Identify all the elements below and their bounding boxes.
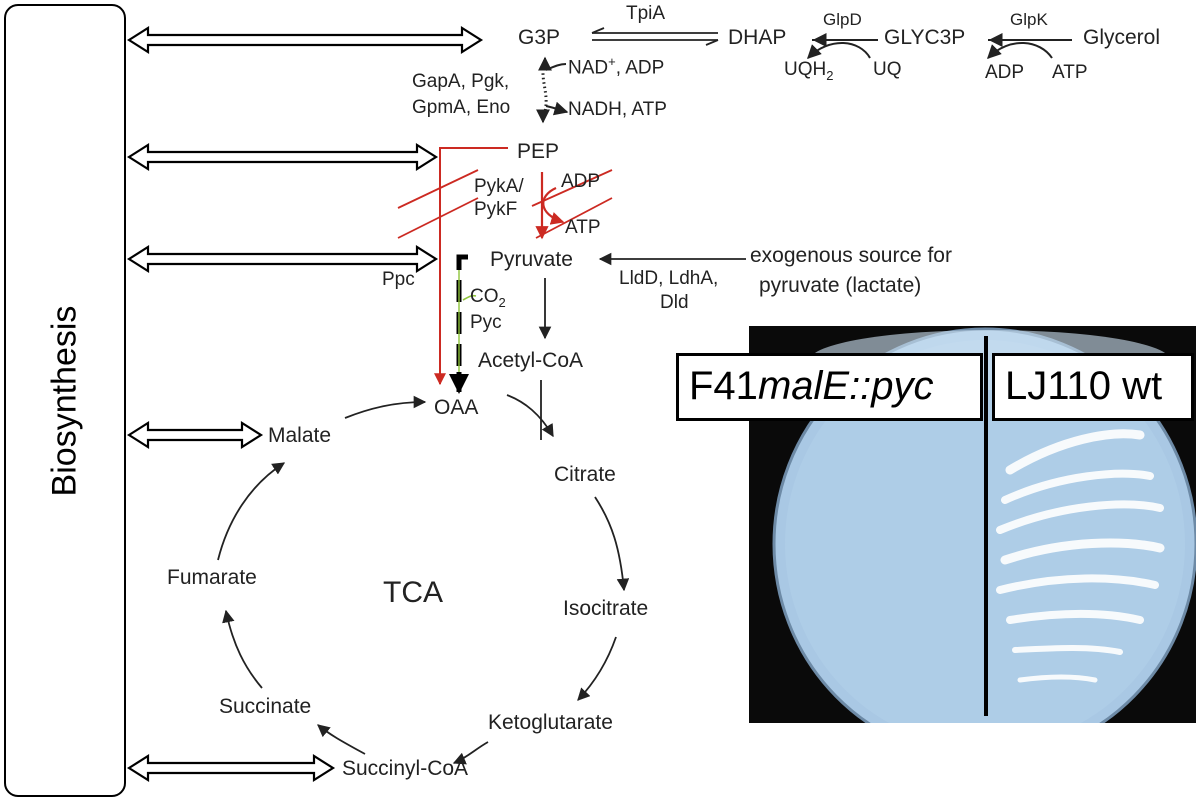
label-co2: CO2 — [470, 287, 506, 309]
biosynthesis-exchange-arrows — [126, 26, 484, 782]
uqh2-sub: 2 — [826, 67, 834, 83]
exchange-arrow-pep — [126, 143, 439, 171]
label-acetyl-coa: Acetyl-CoA — [478, 349, 584, 372]
label-uqh2: UQH2 — [784, 60, 833, 82]
label-pyruvate: Pyruvate — [490, 248, 573, 271]
glycolysis-arrow-heads — [536, 56, 569, 124]
label-uq: UQ — [873, 59, 902, 80]
plate-label-mutant-prefix: F41 — [689, 364, 758, 408]
label-glycolysis-enzymes-1: GapA, Pgk, — [412, 71, 510, 92]
co2-sub: 2 — [498, 294, 506, 310]
label-dhap: DHAP — [728, 26, 787, 49]
label-pyk-atp: ATP — [565, 217, 601, 238]
tpia-equilibrium-arrows — [591, 27, 719, 46]
label-glpk: GlpK — [1010, 10, 1048, 29]
label-malate: Malate — [268, 424, 332, 447]
uqh2-base: UQH — [784, 59, 827, 80]
label-nad-adp: NAD+, ADP — [568, 55, 664, 77]
label-glyc3p: GLYC3P — [884, 26, 966, 49]
pyc-path — [449, 254, 477, 394]
label-succinyl-coa: Succinyl-CoA — [342, 757, 469, 780]
plate-label-mutant: F41malE::pyc — [676, 353, 983, 421]
label-ketoglutarate: Ketoglutarate — [488, 711, 613, 734]
central-arrows — [538, 252, 746, 440]
label-lactate-enzymes-1: LldD, LdhA, — [619, 268, 719, 289]
label-isocitrate: Isocitrate — [563, 597, 649, 620]
bacterial-streaks — [996, 429, 1165, 683]
tca-cycle-arrows — [217, 394, 630, 765]
label-pyc: Pyc — [470, 312, 502, 333]
label-ppc: Ppc — [382, 269, 415, 290]
exchange-arrow-malate — [126, 421, 264, 449]
exchange-arrow-pyruvate — [126, 245, 439, 273]
label-pep: PEP — [517, 140, 560, 163]
knockout-strike-lines — [397, 169, 613, 239]
plate-label-wildtype: LJ110 wt — [992, 353, 1194, 421]
plate-label-mutant-italic: malE::pyc — [757, 364, 934, 408]
exchange-arrow-succinyl-coa — [126, 754, 336, 782]
pyk-path — [535, 172, 565, 240]
nad-sup: + — [608, 54, 616, 69]
label-exogenous-1: exogenous source for — [750, 244, 952, 267]
glycerol-uptake-arrows — [807, 33, 1072, 59]
label-tca: TCA — [383, 576, 443, 609]
label-oaa: OAA — [434, 396, 479, 419]
ppc-path — [434, 147, 508, 386]
label-pykf: PykF — [474, 199, 518, 220]
glycolysis-dotted-arrow — [541, 59, 548, 119]
exchange-arrow-g3p — [126, 26, 484, 54]
label-pyka: PykA/ — [474, 176, 524, 197]
label-glycolysis-enzymes-2: GpmA, Eno — [412, 97, 511, 118]
label-exogenous-2: pyruvate (lactate) — [759, 274, 922, 297]
label-glpk-atp: ATP — [1052, 62, 1088, 83]
nad-base: NAD — [568, 57, 609, 79]
sidebar-biosynthesis: Biosynthesis — [4, 4, 126, 797]
co2-base: CO — [470, 286, 499, 307]
label-citrate: Citrate — [554, 463, 616, 486]
label-lactate-enzymes-2: Dld — [660, 292, 689, 313]
label-glpd: GlpD — [823, 10, 862, 29]
label-glycerol: Glycerol — [1083, 26, 1161, 49]
label-pyk-adp: ADP — [561, 171, 601, 192]
label-g3p: G3P — [518, 26, 561, 49]
label-succinate: Succinate — [219, 695, 312, 718]
label-nadh-atp: NADH, ATP — [568, 99, 667, 120]
label-fumarate: Fumarate — [167, 566, 257, 589]
nad-adp: , ADP — [615, 57, 665, 79]
label-glpk-adp: ADP — [985, 62, 1025, 83]
label-tpia: TpiA — [626, 3, 666, 24]
